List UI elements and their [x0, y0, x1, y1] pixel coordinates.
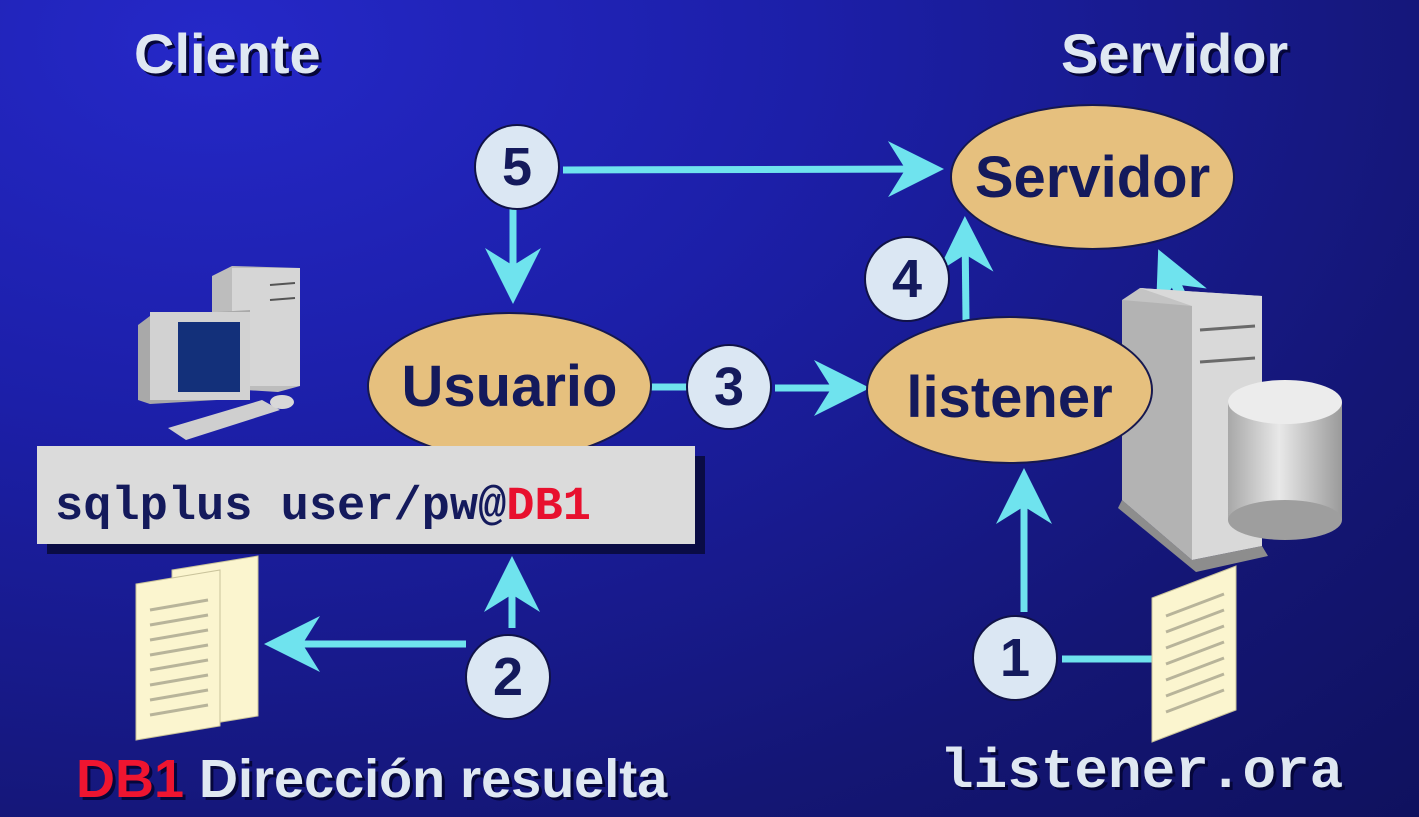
database-icon	[1228, 380, 1342, 540]
user-node: Usuario	[367, 312, 652, 460]
client-computer-icon	[138, 266, 300, 440]
arrow-listener-to-server	[937, 216, 994, 321]
server-node: Servidor	[950, 104, 1235, 250]
step-4-badge: 4	[864, 236, 950, 322]
command-text: sqlplus user/pw@DB1	[55, 481, 591, 534]
tnsnames-document-icon	[135, 555, 259, 741]
server-heading: Servidor	[1061, 22, 1289, 85]
command-alias: DB1	[506, 481, 591, 534]
step-1-badge: 1	[972, 615, 1058, 701]
client-heading: Cliente	[134, 22, 321, 85]
resolved-text: Dirección resuelta	[184, 749, 668, 809]
listener-ora-caption: listener.ora	[940, 740, 1344, 804]
resolved-alias: DB1	[76, 749, 185, 809]
listener-ora-document-icon	[1151, 565, 1237, 743]
arrow-5-to-server	[562, 141, 944, 198]
command-box: sqlplus user/pw@DB1	[37, 446, 695, 544]
step-2-badge: 2	[465, 634, 551, 720]
step-5-badge: 5	[474, 124, 560, 210]
command-prefix: sqlplus user/pw@	[55, 481, 507, 534]
resolved-caption: DB1 Dirección resuelta	[76, 752, 667, 806]
step-3-badge: 3	[686, 344, 772, 430]
listener-node: listener	[866, 316, 1153, 464]
